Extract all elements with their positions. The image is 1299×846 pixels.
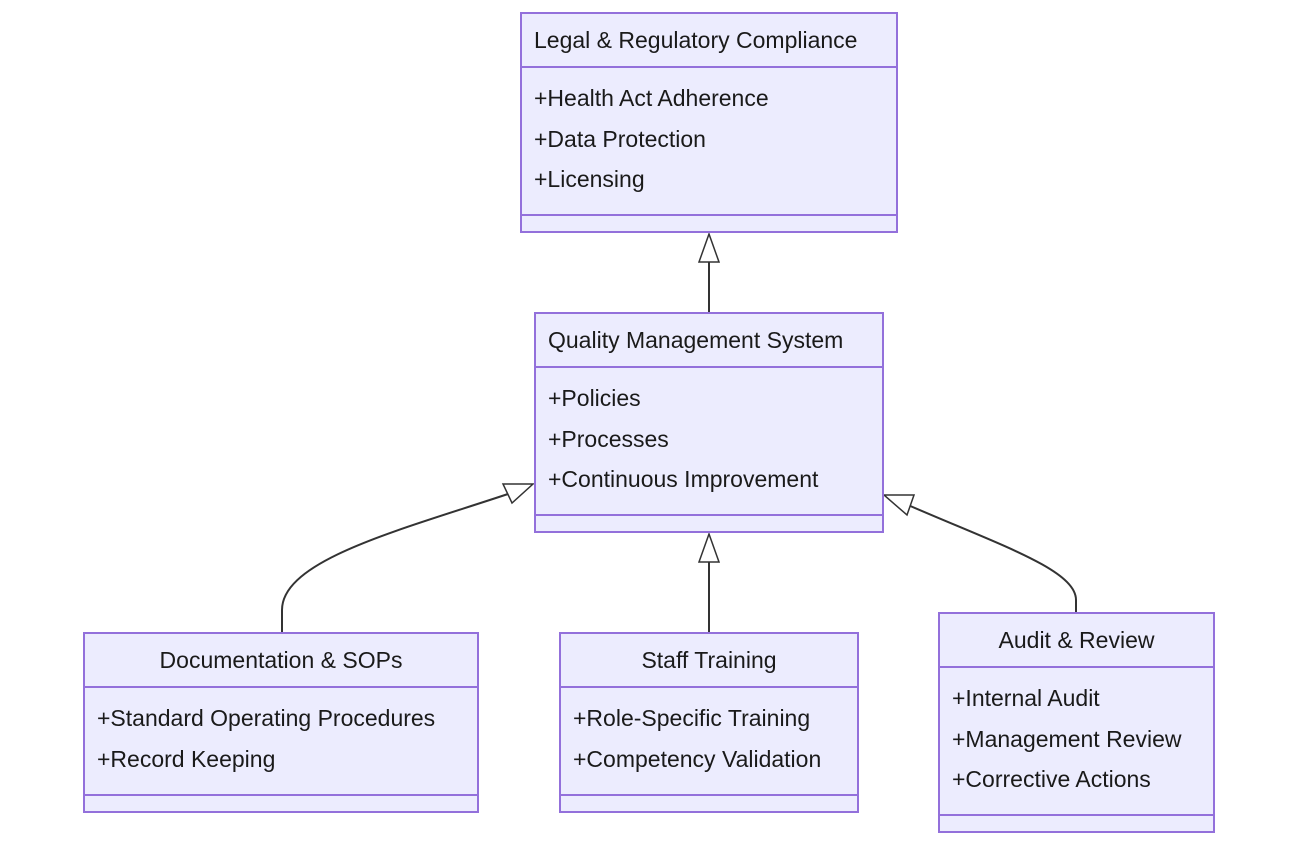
class-methods <box>940 816 1213 832</box>
edge-doc-to-qms <box>281 493 509 633</box>
class-title: Documentation & SOPs <box>85 634 477 688</box>
class-attribute: +Standard Operating Procedures <box>97 705 436 731</box>
inheritance-arrowhead-qms-right <box>881 494 916 517</box>
class-staff-training[interactable]: Staff Training +Role-Specific Training +… <box>559 632 859 813</box>
class-audit-review[interactable]: Audit & Review +Internal Audit +Manageme… <box>938 612 1215 833</box>
class-documentation-sops[interactable]: Documentation & SOPs +Standard Operating… <box>83 632 479 813</box>
class-methods <box>536 516 882 532</box>
class-attributes: +Role-Specific Training +Competency Vali… <box>561 688 857 796</box>
class-attributes: +Standard Operating Procedures +Record K… <box>85 688 477 796</box>
class-attribute: +Health Act Adherence <box>534 85 769 111</box>
class-attribute: +Management Review <box>952 725 1182 752</box>
inheritance-arrowhead-qms-left <box>501 483 535 505</box>
inheritance-arrowhead-qms-bottom <box>697 531 721 563</box>
class-attribute: +Internal Audit <box>952 685 1100 711</box>
class-attribute: +Licensing <box>534 166 645 192</box>
class-attribute: +Processes <box>548 425 669 452</box>
inheritance-arrowhead-legal <box>697 231 721 263</box>
edge-audit-to-qms <box>907 504 1077 613</box>
class-attribute: +Role-Specific Training <box>573 705 811 731</box>
class-title: Legal & Regulatory Compliance <box>522 14 896 68</box>
class-title: Quality Management System <box>536 314 882 368</box>
class-attributes: +Internal Audit +Management Review +Corr… <box>940 668 1213 816</box>
class-attribute: +Record Keeping <box>97 745 276 772</box>
class-quality-management-system[interactable]: Quality Management System +Policies +Pro… <box>534 312 884 533</box>
class-title: Audit & Review <box>940 614 1213 668</box>
class-methods <box>85 796 477 812</box>
class-attribute: +Data Protection <box>534 125 706 152</box>
class-attribute: +Competency Validation <box>573 745 822 772</box>
class-methods <box>522 216 896 232</box>
class-attributes: +Health Act Adherence +Data Protection +… <box>522 68 896 216</box>
class-attribute: +Corrective Actions <box>952 766 1151 792</box>
class-title: Staff Training <box>561 634 857 688</box>
class-attribute: +Policies <box>548 385 641 411</box>
class-attributes: +Policies +Processes +Continuous Improve… <box>536 368 882 516</box>
class-methods <box>561 796 857 812</box>
class-attribute: +Continuous Improvement <box>548 466 819 492</box>
class-legal-regulatory-compliance[interactable]: Legal & Regulatory Compliance +Health Ac… <box>520 12 898 233</box>
